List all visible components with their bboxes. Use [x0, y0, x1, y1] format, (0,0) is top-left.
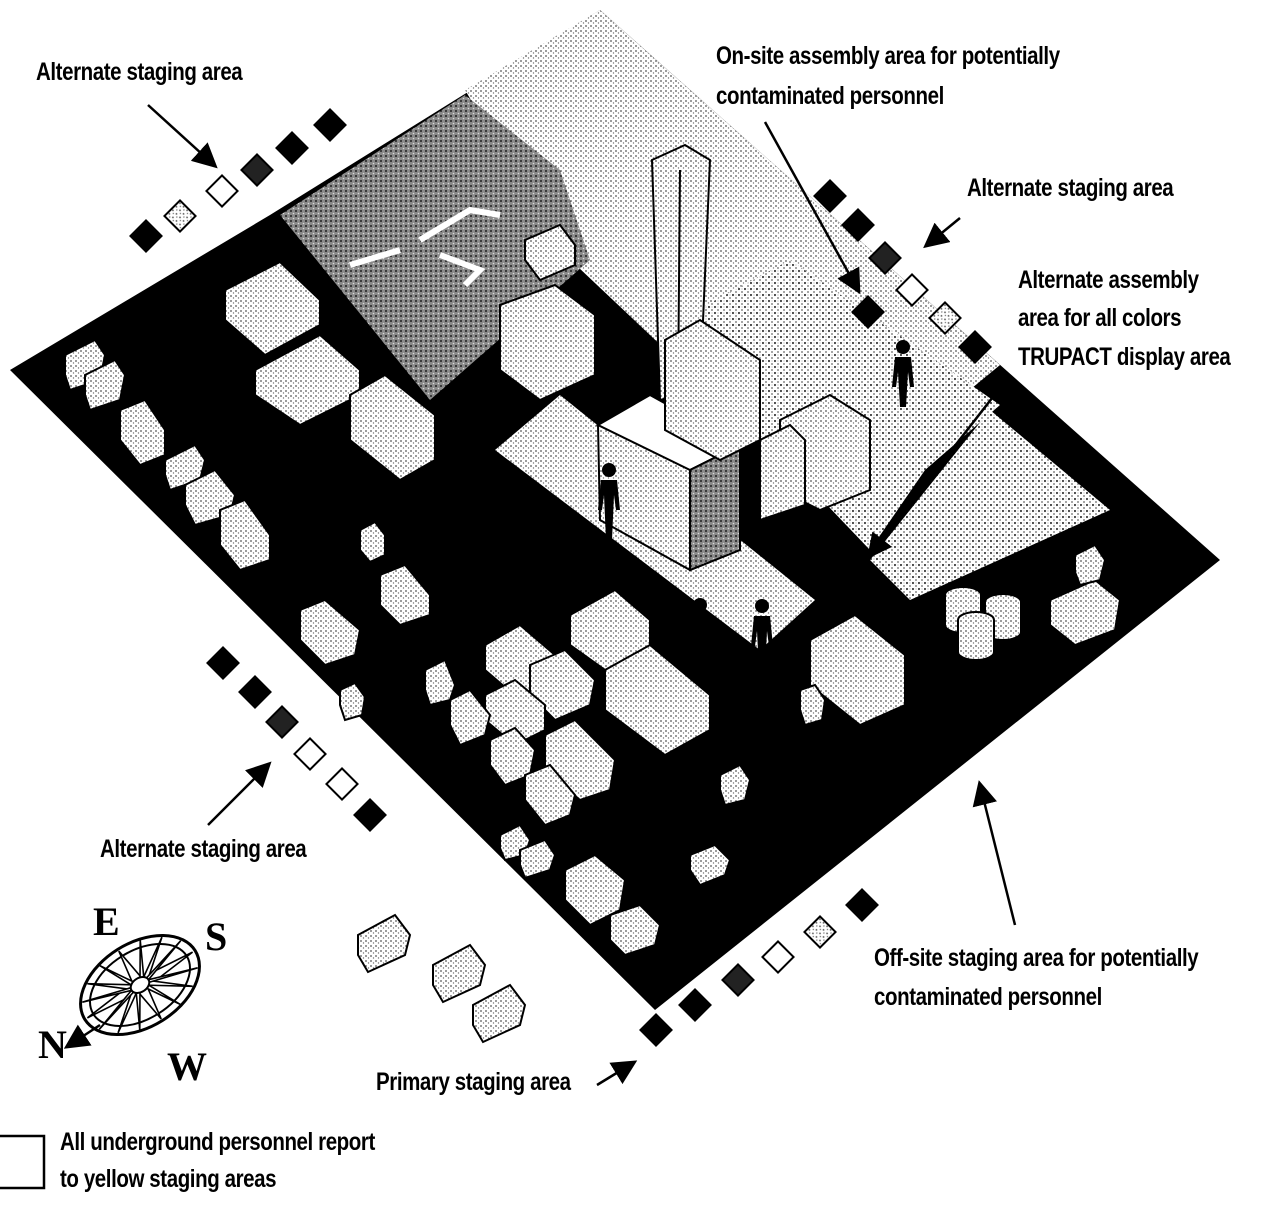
legend-swatch [0, 1136, 44, 1188]
arrow-alt-staging-nw [148, 105, 214, 165]
legend-text-line2: to yellow staging areas [60, 1163, 276, 1196]
label-primary-staging: Primary staging area [376, 1066, 571, 1099]
label-alt-assembly-line3: TRUPACT display area [1018, 341, 1230, 374]
arrow-alt-staging-sw [208, 765, 268, 825]
compass-n: N [38, 1022, 67, 1067]
label-onsite-assembly-line1: On-site assembly area for potentially [716, 40, 1060, 73]
label-alt-staging-nw: Alternate staging area [36, 56, 242, 89]
compass-s: S [205, 914, 227, 959]
label-onsite-assembly-line2: contaminated personnel [716, 80, 944, 113]
label-alt-assembly-line2: area for all colors [1018, 302, 1181, 335]
compass-w: W [167, 1044, 207, 1089]
label-alt-assembly-line1: Alternate assembly [1018, 264, 1199, 297]
legend-text-line1: All underground personnel report [60, 1126, 375, 1159]
label-offsite-staging-line2: contaminated personnel [874, 981, 1102, 1014]
label-offsite-staging-line1: Off-site staging area for potentially [874, 942, 1198, 975]
arrow-alt-staging-ne [927, 218, 960, 245]
arrow-offsite-staging [980, 785, 1015, 925]
arrow-primary-staging [597, 1063, 633, 1085]
label-alt-staging-sw: Alternate staging area [100, 833, 306, 866]
offsite-buildings [358, 915, 525, 1042]
compass-north-arrow [68, 1025, 100, 1046]
label-alt-staging-ne: Alternate staging area [967, 172, 1173, 205]
compass-e: E [93, 899, 120, 944]
